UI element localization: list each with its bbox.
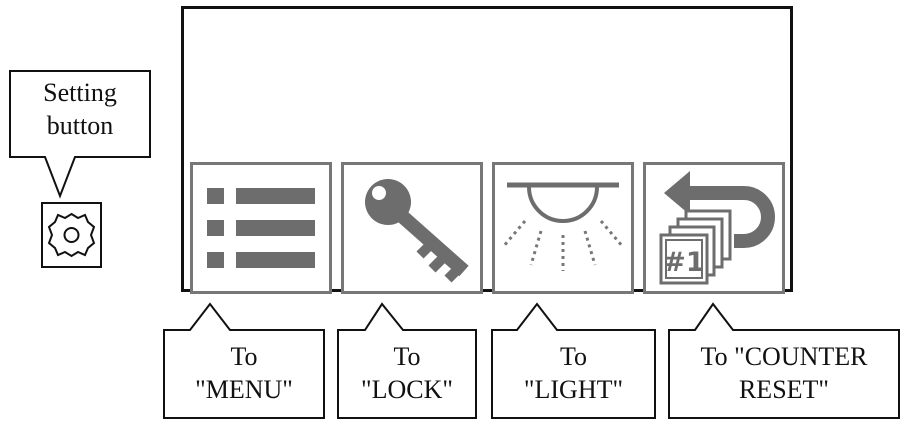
menu-callout-label: To "MENU" (164, 340, 324, 406)
counter-icon-text: #1 (663, 247, 704, 278)
lock-callout-label: To "LOCK" (338, 340, 476, 406)
light-callout-line2: "LIGHT" (523, 375, 624, 404)
counter-reset-button[interactable]: #1 (643, 162, 785, 294)
display-screen: #1 (181, 6, 793, 294)
light-callout-shape (491, 302, 656, 419)
lock-callout-line1: To (393, 342, 421, 371)
lock-button[interactable] (341, 162, 483, 294)
setting-callout-line2: button (46, 111, 114, 140)
counter-callout-line1: To "COUNTER (700, 342, 868, 371)
lock-callout-line2: "LOCK" (360, 375, 453, 404)
counter-callout-line2: RESET" (738, 375, 830, 404)
lock-callout-shape (337, 302, 477, 419)
menu-list-icon (207, 188, 315, 268)
light-callout-line1: To (559, 342, 588, 371)
menu-button[interactable] (190, 162, 332, 294)
light-button[interactable] (492, 162, 634, 294)
menu-callout-shape (163, 302, 325, 419)
setting-callout-label: Setting button (10, 76, 150, 142)
setting-callout-shape (9, 70, 151, 199)
menu-callout-line1: To (230, 342, 258, 371)
light-callout-label: To "LIGHT" (492, 340, 655, 406)
key-icon (365, 179, 469, 283)
setting-button[interactable] (41, 202, 102, 268)
menu-callout-line2: "MENU" (195, 375, 293, 404)
gear-icon (41, 202, 102, 268)
counter-callout-shape (668, 302, 900, 419)
lamp-icon (501, 182, 625, 271)
counter-callout-label: To "COUNTER RESET" (669, 340, 899, 406)
counter-reset-icon: #1 (659, 171, 775, 285)
setting-callout-line1: Setting (43, 78, 117, 107)
